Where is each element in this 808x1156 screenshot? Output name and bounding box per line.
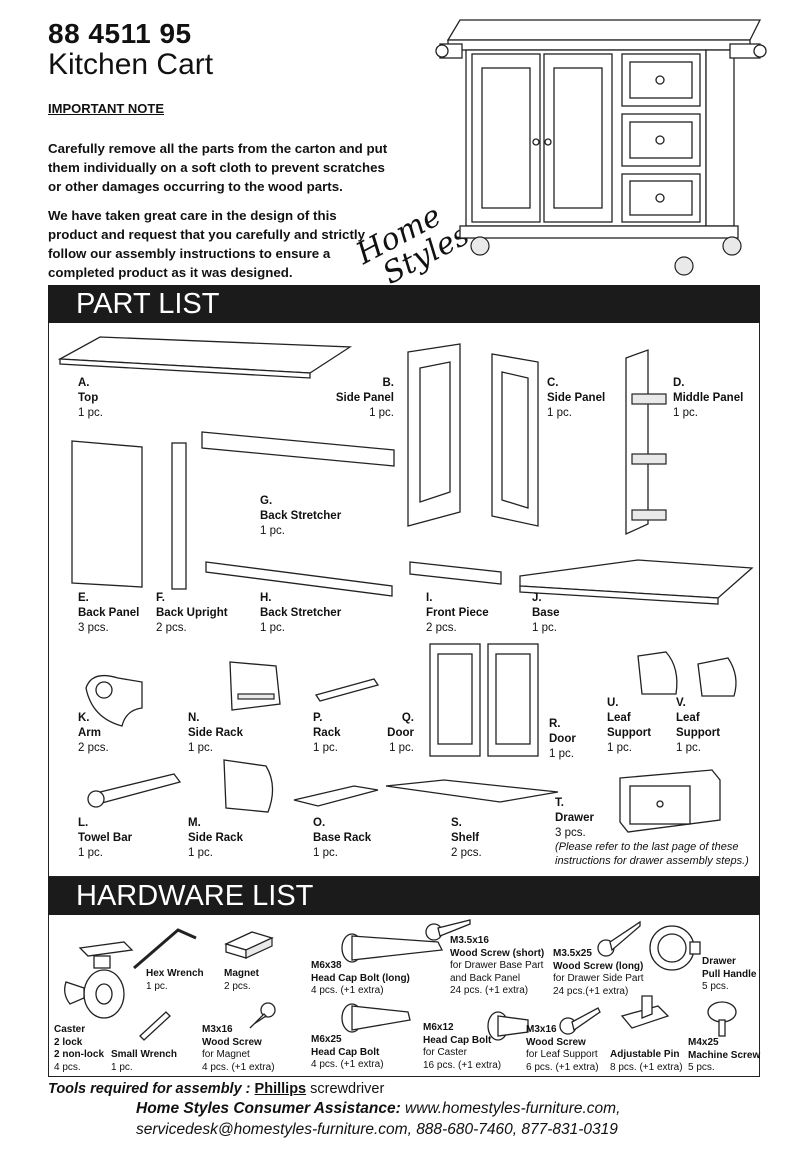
tools-required-line: Tools required for assembly : Phillips s… [48, 1081, 385, 1097]
product-title: Kitchen Cart [48, 48, 214, 81]
caster-drawing [64, 941, 134, 1019]
head-cap-bolt-drawing [341, 1003, 411, 1033]
head-cap-bolt-caster-drawing [487, 1011, 529, 1041]
consumer-assistance-line: Home Styles Consumer Assistance: www.hom… [136, 1100, 620, 1118]
part-o-base-rack-drawing [293, 785, 379, 807]
part-g-back-stretcher-drawing [201, 431, 395, 467]
part-list-title: PART LIST [76, 288, 220, 320]
part-r-door-drawing [487, 643, 539, 757]
part-f-back-upright-drawing [171, 442, 187, 590]
hardware-list-header: HARDWARE LIST [48, 877, 760, 915]
important-note-heading: IMPORTANT NOTE [48, 101, 165, 116]
part-list-panel [48, 323, 760, 877]
part-l-towel-bar-drawing [87, 773, 182, 808]
part-list-header: PART LIST [48, 285, 760, 323]
head-cap-bolt-long-drawing [341, 933, 443, 963]
wood-screw-magnet-drawing [249, 1002, 276, 1029]
part-h-back-stretcher-drawing [205, 561, 393, 597]
magnet-drawing [224, 931, 274, 959]
part-k-arm-drawing [85, 674, 143, 727]
part-j-base-drawing [519, 559, 754, 605]
hex-wrench-drawing [133, 928, 197, 970]
hardware-list-panel [48, 915, 760, 1077]
drawer-assembly-note: (Please refer to the last page of these … [555, 841, 749, 867]
assistance-website: www.homestyles-furniture.com, [400, 1100, 621, 1117]
part-u-leaf-support-drawing [637, 651, 678, 695]
part-c-side-panel-drawing [491, 353, 539, 527]
part-n-side-rack-drawing [229, 661, 281, 711]
machine-screw-drawing [707, 1001, 737, 1037]
instructions-note-paragraph: We have taken great care in the design o… [48, 208, 365, 280]
part-b-side-panel-drawing [407, 343, 461, 527]
part-p-rack-drawing [314, 678, 380, 702]
part-i-front-piece-drawing [409, 561, 502, 585]
small-wrench-drawing [139, 1011, 171, 1041]
wood-screw-long-drawing [597, 920, 641, 957]
part-d-middle-panel-drawing [625, 349, 667, 536]
assistance-contact-line: servicedesk@homestyles-furniture.com, 88… [136, 1121, 618, 1138]
care-note-paragraph: Carefully remove all the parts from the … [48, 141, 388, 194]
wood-screw-short-drawing [425, 919, 471, 941]
part-v-leaf-support-drawing [697, 657, 737, 697]
part-q-door-drawing [429, 643, 481, 757]
part-a-top-drawing [57, 336, 353, 379]
assistance-label: Home Styles Consumer Assistance: [136, 1100, 401, 1117]
hardware-list-title: HARDWARE LIST [76, 880, 314, 912]
part-t-drawer-drawing [619, 769, 721, 833]
kitchen-cart-illustration [435, 19, 767, 276]
adjustable-pin-drawing [620, 995, 670, 1029]
wood-screw-leaf-support-drawing [559, 1007, 601, 1035]
tool-name: Phillips [254, 1081, 307, 1097]
part-e-back-panel-drawing [71, 440, 143, 588]
model-number: 88 4511 95 [48, 18, 192, 49]
part-s-shelf-drawing [385, 779, 559, 803]
part-m-side-rack-drawing [223, 759, 274, 813]
drawer-pull-handle-drawing [649, 925, 701, 971]
